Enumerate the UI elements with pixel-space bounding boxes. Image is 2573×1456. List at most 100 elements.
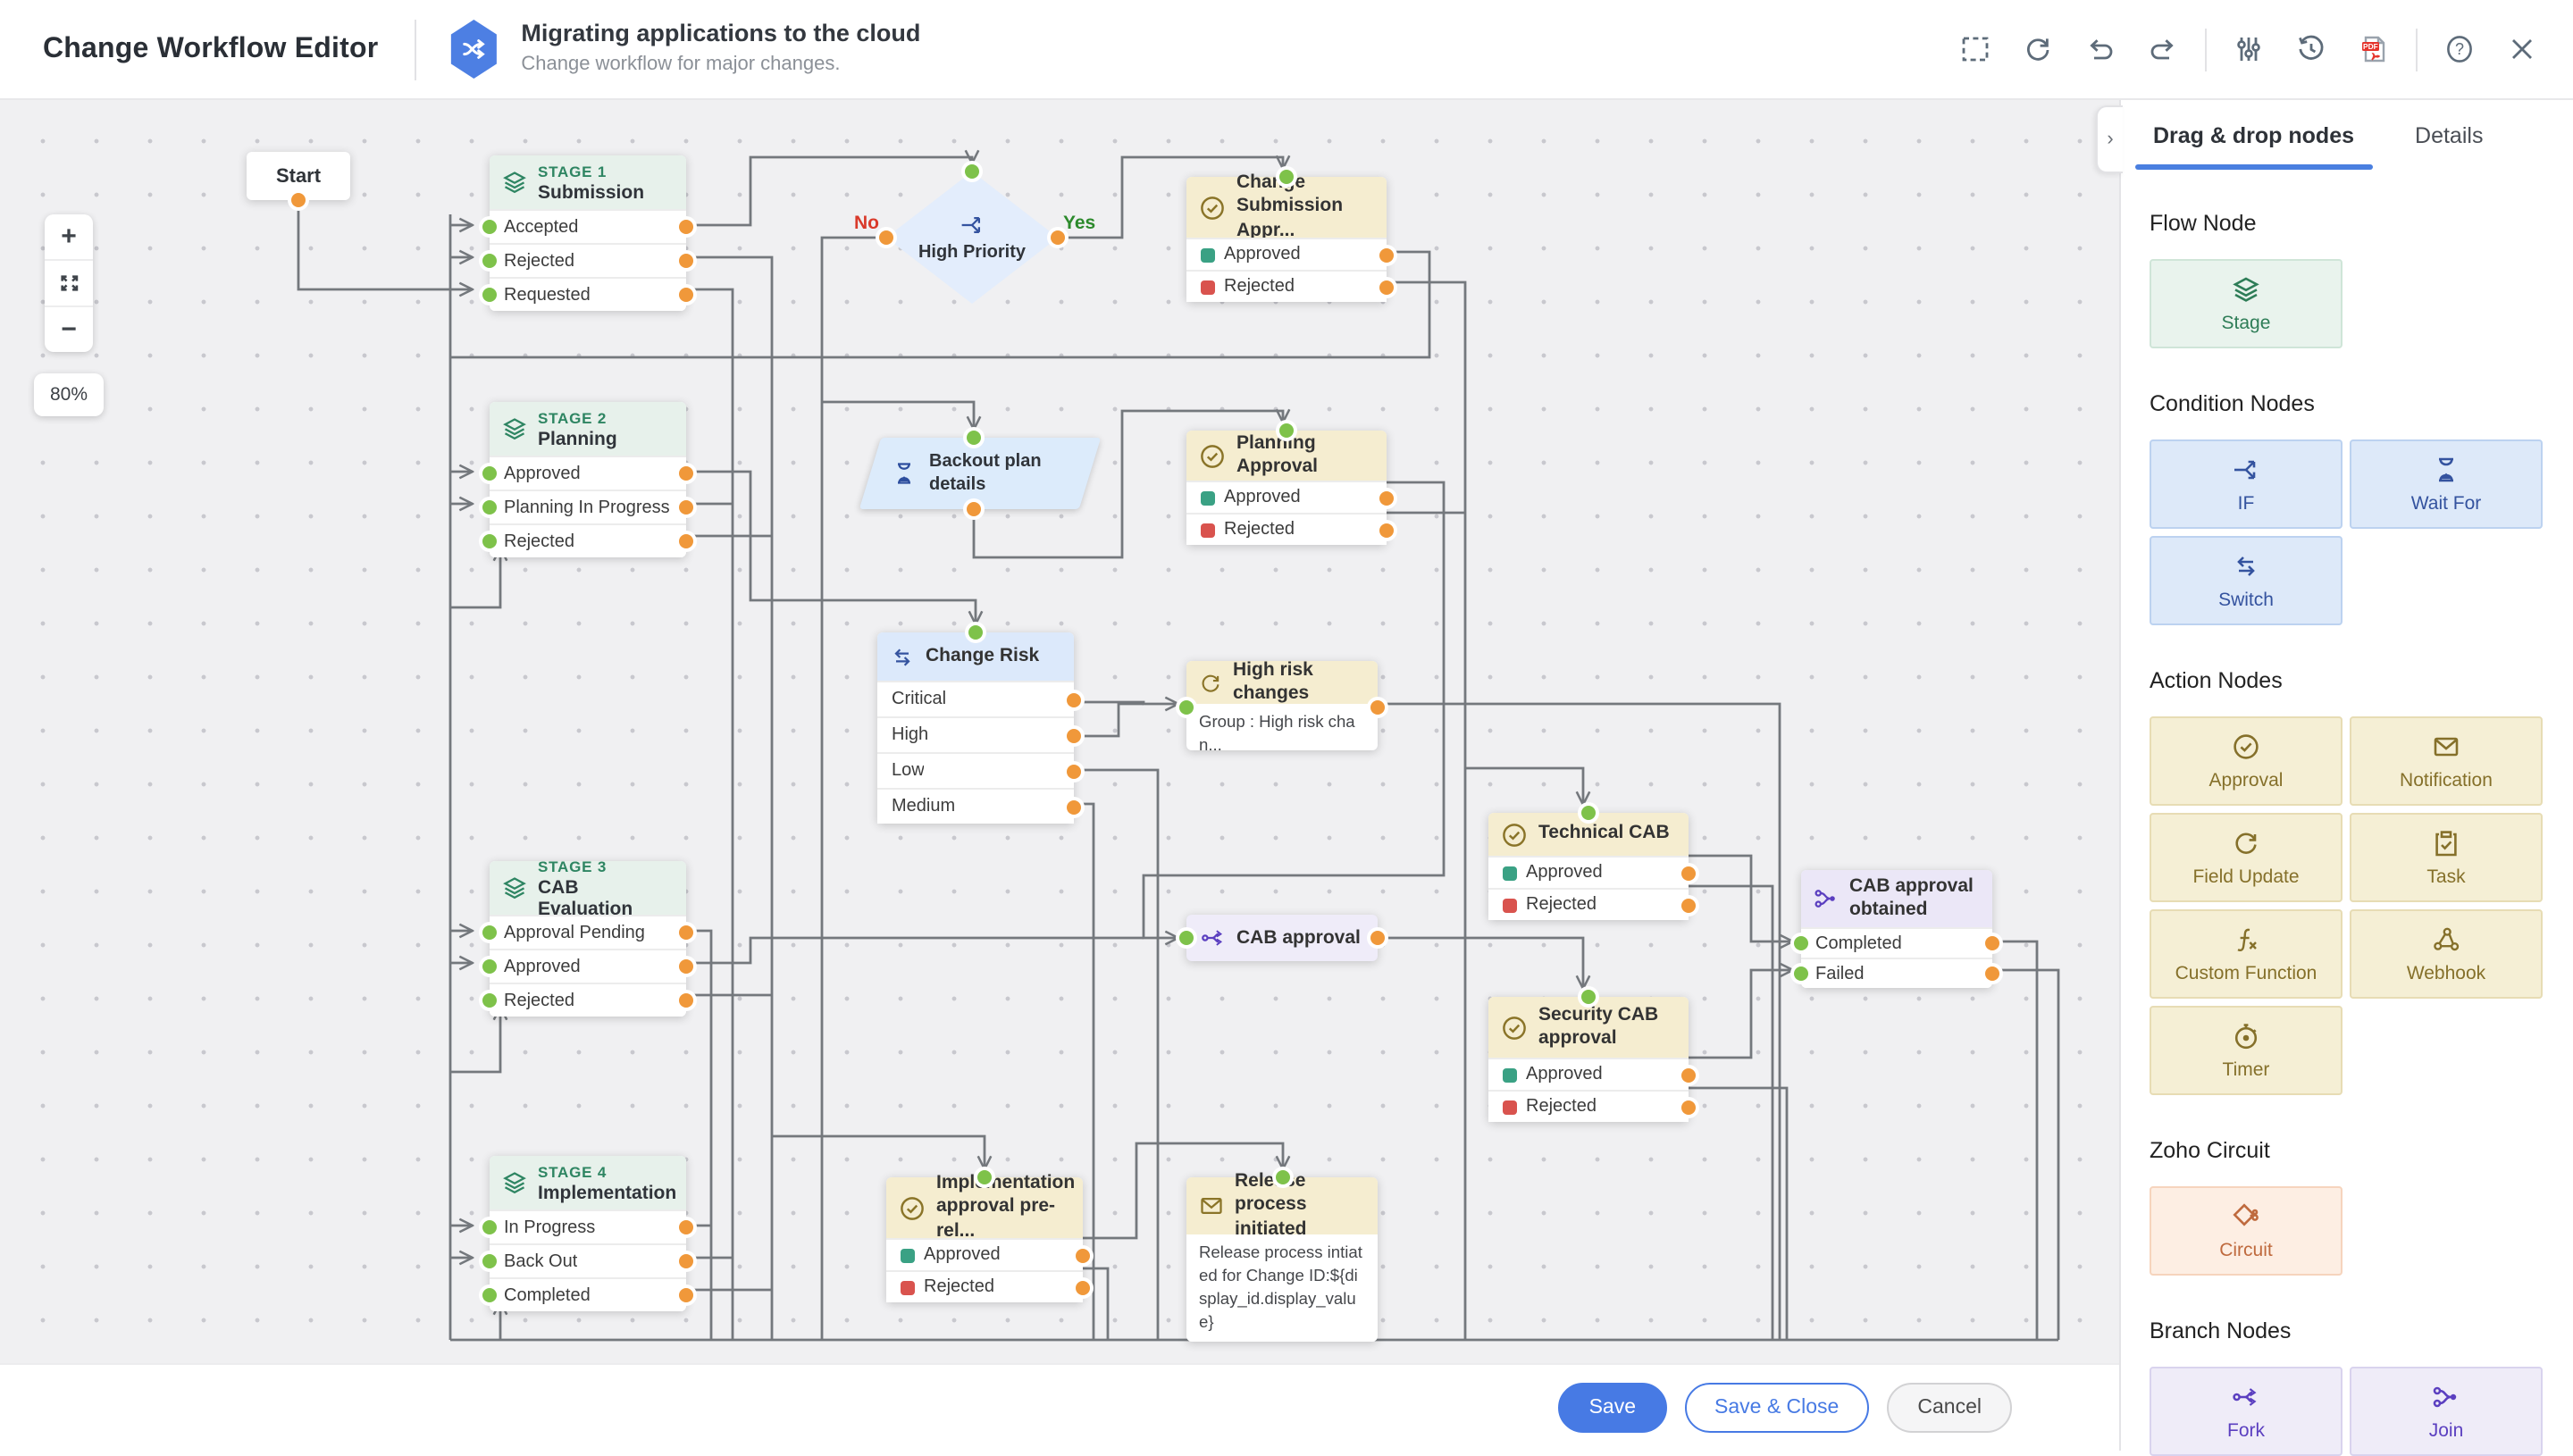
input-port[interactable] xyxy=(967,431,981,445)
fit-screen-button[interactable] xyxy=(45,259,93,305)
output-port[interactable] xyxy=(1370,931,1385,945)
cancel-button[interactable]: Cancel xyxy=(1887,1383,2012,1433)
approval-result-row[interactable]: Rejected xyxy=(1186,270,1394,302)
palette-tile-custom-function[interactable]: Custom Function xyxy=(2150,909,2343,999)
approval-node-change-submission[interactable]: Change Submission Appr... Approved Rejec… xyxy=(1186,170,1394,302)
palette-tile-circuit[interactable]: Circuit xyxy=(2150,1186,2343,1276)
input-port[interactable] xyxy=(482,925,497,940)
palette-tile-approval[interactable]: Approval xyxy=(2150,716,2343,806)
join-node-cab-approval-obtained[interactable]: CAB approval obtained Completed Failed xyxy=(1794,870,1999,988)
palette-tile-stage[interactable]: Stage xyxy=(2150,259,2343,348)
input-port[interactable] xyxy=(1275,1170,1289,1184)
output-port[interactable] xyxy=(1379,247,1394,262)
input-port[interactable] xyxy=(482,288,497,302)
input-port[interactable] xyxy=(482,220,497,234)
start-node[interactable]: Start xyxy=(247,152,350,207)
input-port[interactable] xyxy=(1179,700,1194,715)
approval-node-implementation[interactable]: Implementation approval pre-rel... Appro… xyxy=(886,1170,1090,1302)
input-port[interactable] xyxy=(482,534,497,548)
input-port[interactable] xyxy=(482,1220,497,1234)
input-port[interactable] xyxy=(1279,170,1294,184)
output-port[interactable] xyxy=(1681,1100,1696,1114)
input-port[interactable] xyxy=(1794,936,1808,950)
output-port[interactable] xyxy=(679,1254,693,1268)
switch-case-row[interactable]: High xyxy=(877,716,1081,752)
output-port[interactable] xyxy=(679,959,693,974)
input-port[interactable] xyxy=(482,500,497,515)
tab-details[interactable]: Details xyxy=(2415,123,2484,148)
output-port[interactable] xyxy=(291,193,306,207)
approval-result-row[interactable]: Approved xyxy=(1488,856,1696,888)
output-port[interactable] xyxy=(1370,700,1385,715)
stage-status-row[interactable]: Requested xyxy=(482,277,693,311)
input-port[interactable] xyxy=(1794,966,1808,981)
palette-tile-wait-for[interactable]: Wait For xyxy=(2350,439,2543,529)
zoom-out-button[interactable]: − xyxy=(45,305,93,352)
approval-node-security-cab[interactable]: Security CAB approval Approved Rejected xyxy=(1488,990,1696,1122)
input-port[interactable] xyxy=(482,1288,497,1302)
adjustments-icon[interactable] xyxy=(2225,26,2271,72)
output-port[interactable] xyxy=(1985,936,1999,950)
input-port[interactable] xyxy=(968,625,983,640)
output-port[interactable] xyxy=(1379,490,1394,505)
approval-node-technical-cab[interactable]: Technical CAB Approved Rejected xyxy=(1488,806,1696,920)
switch-case-row[interactable]: Critical xyxy=(877,681,1081,716)
palette-tile-join[interactable]: Join xyxy=(2350,1367,2543,1456)
stage-status-row[interactable]: Completed xyxy=(482,1277,693,1311)
output-port[interactable] xyxy=(1379,280,1394,294)
join-result-row[interactable]: Failed xyxy=(1794,958,1999,988)
output-port[interactable] xyxy=(1067,764,1081,778)
join-result-row[interactable]: Completed xyxy=(1794,927,1999,958)
palette-tile-timer[interactable]: Timer xyxy=(2150,1006,2343,1095)
output-port[interactable] xyxy=(1985,966,1999,981)
stage-status-row[interactable]: Planning In Progress xyxy=(482,490,693,523)
output-port[interactable] xyxy=(679,500,693,515)
stage-status-row[interactable]: Back Out xyxy=(482,1243,693,1277)
stage-status-row[interactable]: Approval Pending xyxy=(482,915,693,949)
approval-result-row[interactable]: Approved xyxy=(886,1238,1090,1270)
approval-result-row[interactable]: Rejected xyxy=(1186,513,1394,545)
output-port[interactable] xyxy=(679,254,693,268)
undo-icon[interactable] xyxy=(2076,26,2123,72)
output-port[interactable] xyxy=(679,925,693,940)
output-port[interactable] xyxy=(967,502,981,516)
palette-tile-task[interactable]: Task xyxy=(2350,813,2543,902)
fork-node-cab-approval[interactable]: CAB approval xyxy=(1179,915,1385,961)
close-icon[interactable] xyxy=(2498,26,2544,72)
stage-status-row[interactable]: Approved xyxy=(482,456,693,490)
palette-tile-webhook[interactable]: Webhook xyxy=(2350,909,2543,999)
history-icon[interactable] xyxy=(2287,26,2334,72)
approval-result-row[interactable]: Approved xyxy=(1488,1058,1696,1090)
output-port-no[interactable] xyxy=(879,230,893,245)
if-node-high-priority[interactable]: High Priority xyxy=(879,164,1065,304)
output-port[interactable] xyxy=(679,220,693,234)
field-update-node-high-risk[interactable]: High risk changes Group : High risk chan… xyxy=(1179,659,1385,754)
stage-status-row[interactable]: Accepted xyxy=(482,209,693,243)
output-port[interactable] xyxy=(679,1288,693,1302)
output-port[interactable] xyxy=(1067,799,1081,814)
help-icon[interactable]: ? xyxy=(2435,26,2482,72)
stage-status-row[interactable]: Approved xyxy=(482,949,693,983)
output-port[interactable] xyxy=(679,993,693,1008)
palette-tile-notification[interactable]: Notification xyxy=(2350,716,2543,806)
input-port[interactable] xyxy=(482,993,497,1008)
input-port[interactable] xyxy=(977,1170,992,1184)
input-port[interactable] xyxy=(965,164,979,179)
save-and-close-button[interactable]: Save & Close xyxy=(1684,1383,1870,1433)
output-port[interactable] xyxy=(1681,866,1696,880)
approval-result-row[interactable]: Approved xyxy=(1186,481,1394,513)
approval-result-row[interactable]: Approved xyxy=(1186,238,1394,270)
palette-tile-if[interactable]: IF xyxy=(2150,439,2343,529)
stage-status-row[interactable]: In Progress xyxy=(482,1209,693,1243)
input-port[interactable] xyxy=(1179,931,1194,945)
output-port[interactable] xyxy=(1067,728,1081,742)
redo-icon[interactable] xyxy=(2139,26,2185,72)
marquee-select-icon[interactable] xyxy=(1951,26,1998,72)
output-port[interactable] xyxy=(1681,898,1696,912)
stage-status-row[interactable]: Rejected xyxy=(482,243,693,277)
input-port[interactable] xyxy=(1279,423,1294,438)
stage-status-row[interactable]: Rejected xyxy=(482,983,693,1017)
